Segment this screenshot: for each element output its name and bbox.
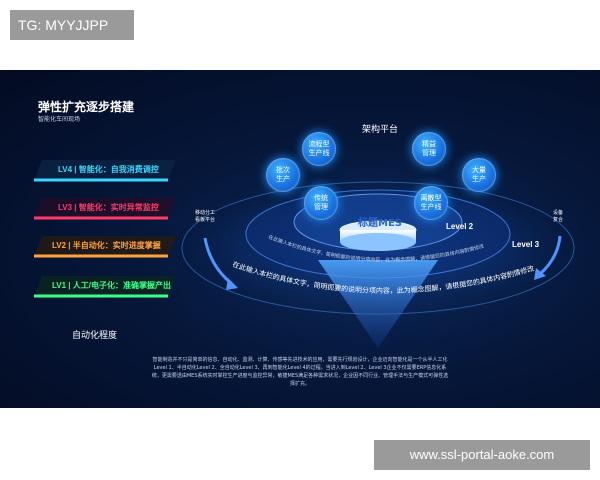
left-arrow-head [226,278,238,290]
mes-concept-banner: 在此输入本栏的具体文字，简明扼要的说明分项内容，此为概念图解，请根据您的具体内容… [0,70,600,408]
node-mass-production: 大量 生产 [462,158,496,192]
node-lean-management: 精益 管理 [412,132,446,166]
left-side-label: 移动分工 看板平台 [194,210,215,223]
watermark-url: www.ssl-portal-aoke.com [374,440,590,470]
layer-lv4 [34,160,176,182]
layer-lv3 [34,198,176,220]
layer-lv4-label: LV4 | 智能化：自我消费调控 [58,165,159,174]
automation-axis-label: 自动化程度 [72,331,118,341]
layer-lv1-label: LV1 | 人工/电子化：准确掌握产出 [52,281,171,290]
left-title: 弹性扩充逐步搭建 [38,100,135,114]
left-subtitle: 智能化车间现场 [38,116,81,123]
bottom-paragraph: 智能制造并不只是简单的信息、自动化、监测、计算、传感等先进技术的应用，需要先行规… [151,357,449,387]
layer-lv2 [34,236,176,258]
node-discrete-line: 离散型 生产线 [414,186,448,220]
funnel-cone [318,260,438,348]
banner-graphics: 在此输入本栏的具体文字，简明扼要的说明分项内容，此为概念图解，请根据您的具体内容… [34,160,575,348]
node-batch-production: 批次 生产 [266,158,300,192]
level-2-label: Level 2 [446,222,474,231]
node-traditional-management: 传统 管理 [304,186,338,220]
mes-label: 标题MES [358,218,402,229]
right-arrow-head [534,268,546,280]
platform-title: 架构平台 [362,125,399,135]
layer-lv3-label: LV3 | 智能化：实时异常监控 [58,203,159,212]
level-3-label: Level 3 [512,240,540,249]
right-side-label: 设备 复合 [552,210,563,223]
mes-platform-base [340,233,416,251]
watermark-tag: TG: MYYJJPP [10,10,134,40]
right-cycle-arrow [538,235,562,276]
node-process-line: 流程型 生产线 [302,132,336,166]
layer-lv1 [34,276,176,298]
layer-lv2-label: LV2 | 半自动化：实时进度掌握 [52,241,161,250]
